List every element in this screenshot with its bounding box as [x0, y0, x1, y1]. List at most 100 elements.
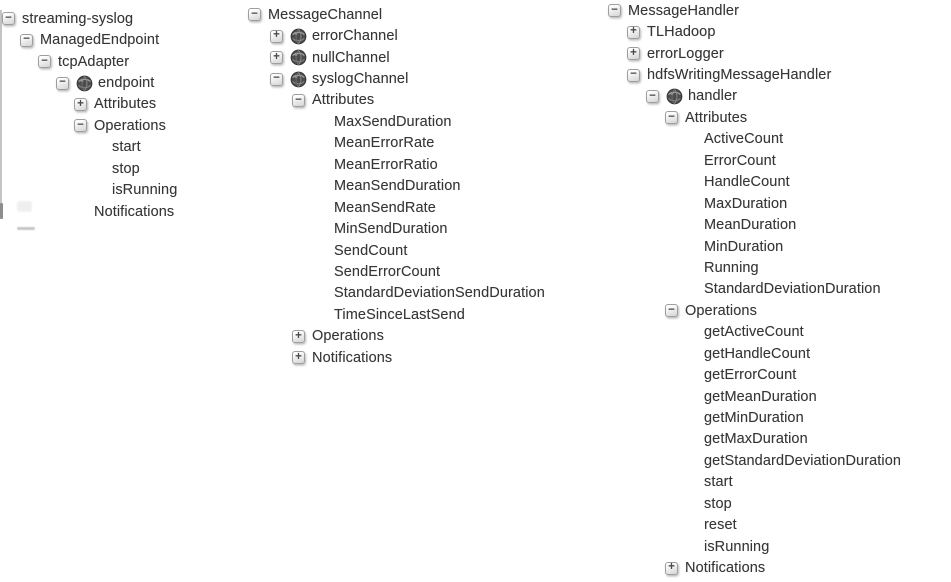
tree-node[interactable]: start [2, 137, 177, 158]
expand-toggle-icon[interactable]: + [292, 329, 305, 343]
collapse-toggle-icon[interactable]: − [646, 89, 659, 103]
tree-node-label[interactable]: stop [704, 495, 732, 512]
tree-node-label[interactable]: getMeanDuration [704, 388, 817, 405]
collapse-toggle-icon[interactable]: − [74, 119, 87, 133]
tree-node-label[interactable]: MessageChannel [268, 6, 383, 23]
tree-node-label[interactable]: Attributes [94, 96, 157, 113]
tree-node[interactable]: TimeSinceLastSend [248, 304, 545, 325]
collapse-toggle-icon[interactable]: − [608, 4, 621, 18]
expand-toggle-icon[interactable]: + [627, 25, 640, 39]
tree-node[interactable]: + Notifications [248, 347, 545, 368]
expand-toggle-icon[interactable]: + [627, 47, 640, 61]
tree-node[interactable]: −tcpAdapter [2, 51, 177, 72]
tree-node-label[interactable]: getMaxDuration [704, 431, 808, 448]
tree-node[interactable]: −MessageChannel [248, 4, 545, 25]
tree-node[interactable]: −Operations [608, 300, 901, 321]
collapse-toggle-icon[interactable]: − [20, 33, 33, 47]
tree-node-label[interactable]: Operations [94, 117, 166, 134]
tree-node-label[interactable]: isRunning [112, 182, 178, 199]
tree-node[interactable]: isRunning [608, 536, 901, 557]
tree-node[interactable]: StandardDeviationSendDuration [248, 283, 545, 304]
tree-node[interactable]: MinSendDuration [248, 218, 545, 239]
tree-node[interactable]: getErrorCount [608, 364, 901, 385]
collapse-toggle-icon[interactable]: − [270, 72, 283, 86]
tree-node[interactable]: −Attributes [608, 107, 901, 128]
tree-node[interactable]: SendErrorCount [248, 261, 545, 282]
tree-node[interactable]: +Attributes [2, 94, 177, 115]
tree-node[interactable]: MeanErrorRate [248, 133, 545, 154]
tree-node[interactable]: −ManagedEndpoint [2, 29, 177, 50]
tree-node-label[interactable]: MeanSendDuration [334, 178, 461, 195]
tree-node-label[interactable]: errorLogger [647, 45, 724, 62]
tree-node-label[interactable]: getActiveCount [704, 324, 804, 341]
tree-node-label[interactable]: MeanErrorRate [334, 135, 435, 152]
tree-node-label[interactable]: Running [704, 259, 759, 276]
collapse-toggle-icon[interactable]: − [38, 55, 51, 69]
collapse-toggle-icon[interactable]: − [56, 76, 69, 90]
tree-node[interactable]: isRunning [2, 180, 177, 201]
tree-node-label[interactable]: Operations [685, 302, 757, 319]
tree-node-label[interactable]: MinSendDuration [334, 221, 448, 238]
tree-node[interactable]: −MessageHandler [608, 0, 901, 21]
tree-node-label[interactable]: getMinDuration [704, 410, 804, 427]
tree-node-label[interactable]: MinDuration [704, 238, 784, 255]
tree-node[interactable]: Running [608, 257, 901, 278]
tree-node[interactable]: −hdfsWritingMessageHandler [608, 64, 901, 85]
tree-node[interactable]: − handler [608, 86, 901, 107]
tree-node-label[interactable]: streaming-syslog [22, 10, 134, 27]
tree-node[interactable]: MeanErrorRatio [248, 154, 545, 175]
tree-node-label[interactable]: StandardDeviationSendDuration [334, 285, 545, 302]
tree-node[interactable]: getStandardDeviationDuration [608, 450, 901, 471]
tree-node-label[interactable]: Notifications [312, 349, 393, 366]
tree-node-label[interactable]: errorChannel [312, 28, 398, 45]
tree-node-label[interactable]: Attributes [685, 109, 748, 126]
tree-node[interactable]: ErrorCount [608, 150, 901, 171]
tree-node[interactable]: MinDuration [608, 236, 901, 257]
tree-node-label[interactable]: ActiveCount [704, 131, 784, 148]
tree-node-label[interactable]: isRunning [704, 538, 770, 555]
tree-node-label[interactable]: SendErrorCount [334, 263, 441, 280]
tree-node-label[interactable]: ErrorCount [704, 152, 776, 169]
tree-node[interactable]: Notifications [2, 201, 177, 222]
tree-node[interactable]: + nullChannel [248, 47, 545, 68]
tree-node-label[interactable]: Attributes [312, 92, 375, 109]
tree-node-label[interactable]: Notifications [94, 203, 175, 220]
tree-node[interactable]: HandleCount [608, 172, 901, 193]
tree-node-label[interactable]: stop [112, 160, 140, 177]
tree-node[interactable]: +Operations [248, 326, 545, 347]
expand-toggle-icon[interactable]: + [292, 351, 305, 365]
tree-node-label[interactable]: Notifications [685, 560, 766, 577]
tree-node[interactable]: −endpoint [2, 72, 177, 93]
tree-node[interactable]: getMeanDuration [608, 386, 901, 407]
tree-node[interactable]: −syslogChannel [248, 68, 545, 89]
tree-node[interactable]: + Notifications [608, 557, 901, 578]
tree-node[interactable]: −Operations [2, 115, 177, 136]
tree-node-label[interactable]: getStandardDeviationDuration [704, 452, 902, 469]
tree-node-label[interactable]: getErrorCount [704, 367, 797, 384]
tree-node-label[interactable]: MeanDuration [704, 217, 797, 234]
tree-node-label[interactable]: nullChannel [312, 49, 390, 66]
tree-node[interactable]: StandardDeviationDuration [608, 279, 901, 300]
tree-node[interactable]: SendCount [248, 240, 545, 261]
expand-toggle-icon[interactable]: + [270, 29, 283, 43]
tree-node-label[interactable]: TLHadoop [647, 24, 716, 41]
tree-node-label[interactable]: MaxSendDuration [334, 113, 452, 130]
collapse-toggle-icon[interactable]: − [248, 8, 261, 22]
collapse-toggle-icon[interactable]: − [665, 304, 678, 318]
tree-node-label[interactable]: MaxDuration [704, 195, 788, 212]
tree-node[interactable]: stop [608, 493, 901, 514]
tree-node-label[interactable]: MeanSendRate [334, 199, 436, 216]
tree-node[interactable]: MeanDuration [608, 214, 901, 235]
tree-node[interactable]: MaxDuration [608, 193, 901, 214]
expand-toggle-icon[interactable]: + [270, 51, 283, 65]
tree-node-label[interactable]: handler [688, 88, 738, 105]
tree-node[interactable]: getMinDuration [608, 407, 901, 428]
tree-node[interactable]: getActiveCount [608, 322, 901, 343]
collapse-toggle-icon[interactable]: − [2, 12, 15, 26]
tree-node-label[interactable]: HandleCount [704, 174, 790, 191]
expand-toggle-icon[interactable]: + [665, 561, 678, 575]
tree-node-label[interactable]: StandardDeviationDuration [704, 281, 881, 298]
tree-node[interactable]: reset [608, 515, 901, 536]
tree-node[interactable]: MeanSendDuration [248, 176, 545, 197]
tree-node-label[interactable]: start [112, 139, 141, 156]
